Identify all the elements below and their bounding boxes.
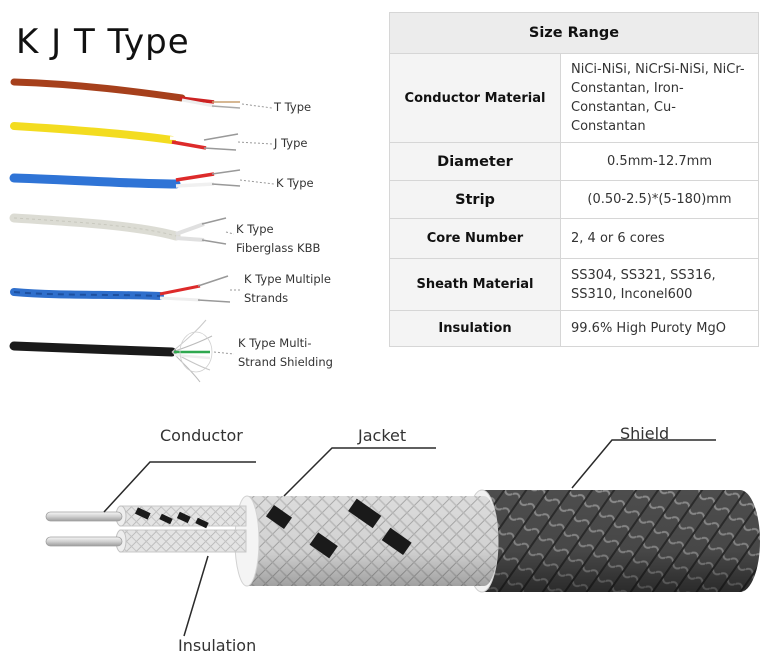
page-title: K J T Type [16, 22, 190, 62]
conductor-label: Conductor [160, 426, 243, 445]
k-type-shielded-wire [9, 319, 213, 383]
row-key: Sheath Material [389, 258, 561, 311]
row-key: Strip [389, 180, 561, 219]
row-value: NiCi-NiSi, NiCrSi-NiSi, NiCr-Constantan,… [560, 53, 759, 143]
row-key: Core Number [389, 218, 561, 259]
cable-structure-diagram: Conductor Jacket Shield Insulation [0, 410, 778, 668]
k-type-fiberglass-label-line1: K Type [236, 222, 274, 236]
insulation-layer [115, 505, 247, 553]
row-value: SS304, SS321, SS316, SS310, Inconel600 [560, 258, 759, 311]
wire-leader-lines [213, 103, 275, 355]
cable-leader-lines [103, 439, 716, 637]
row-value: 99.6% High Puroty MgO [560, 310, 759, 347]
k-type-fiberglass-wire [9, 213, 227, 245]
k-type-shielded-label-line2: Strand Shielding [238, 355, 333, 369]
row-key: Insulation [389, 310, 561, 347]
row-value: 2, 4 or 6 cores [560, 218, 759, 259]
table-row-core-number: Core Number 2, 4 or 6 cores [389, 218, 759, 259]
wire-samples-illustration [9, 78, 275, 383]
row-value: 0.5mm-12.7mm [560, 142, 759, 181]
k-type-shielded-label-line1: K Type Multi- [238, 336, 312, 350]
t-type-label: T Type [274, 100, 312, 114]
insulation-label: Insulation [178, 636, 257, 655]
jacket-label: Jacket [358, 426, 407, 445]
k-type-multiple-strands-label-line1: K Type Multiple [244, 272, 331, 286]
conductor-wires [45, 511, 123, 547]
k-type-multiple-strands-label: K Type Multiple Strands [244, 270, 331, 308]
k-type-wire [9, 169, 241, 189]
k-type-fiberglass-label: K Type Fiberglass KBB [236, 220, 320, 258]
table-row-sheath-material: Sheath Material SS304, SS321, SS316, SS3… [389, 258, 759, 311]
table-row-strip: Strip (0.50-2.5)*(5-180)mm [389, 180, 759, 219]
shield-label: Shield [620, 424, 670, 443]
table-header: Size Range [389, 12, 759, 54]
j-type-wire [10, 122, 239, 151]
jacket-layer [234, 495, 498, 587]
size-range-table: Size Range Conductor Material NiCi-NiSi,… [389, 12, 759, 347]
k-type-multiple-strands-label-line2: Strands [244, 291, 289, 305]
wire-samples-panel: T Type J Type K Type K Type Fiberglass K… [0, 70, 380, 400]
table-row-conductor-material: Conductor Material NiCi-NiSi, NiCrSi-NiS… [389, 53, 759, 143]
k-type-shielded-label: K Type Multi- Strand Shielding [238, 334, 333, 372]
k-type-fiberglass-label-line2: Fiberglass KBB [236, 241, 321, 255]
row-key: Diameter [389, 142, 561, 181]
row-key: Conductor Material [389, 53, 561, 143]
k-type-multiple-strands-wire [10, 275, 231, 303]
row-value: (0.50-2.5)*(5-180)mm [560, 180, 759, 219]
table-row-diameter: Diameter 0.5mm-12.7mm [389, 142, 759, 181]
shield-layer [465, 489, 760, 593]
table-row-insulation: Insulation 99.6% High Puroty MgO [389, 310, 759, 347]
table-header-row: Size Range [389, 12, 759, 54]
j-type-label: J Type [274, 136, 308, 150]
cable-structure-illustration [45, 439, 760, 637]
k-type-label: K Type [276, 176, 314, 190]
t-type-wire [10, 78, 241, 109]
